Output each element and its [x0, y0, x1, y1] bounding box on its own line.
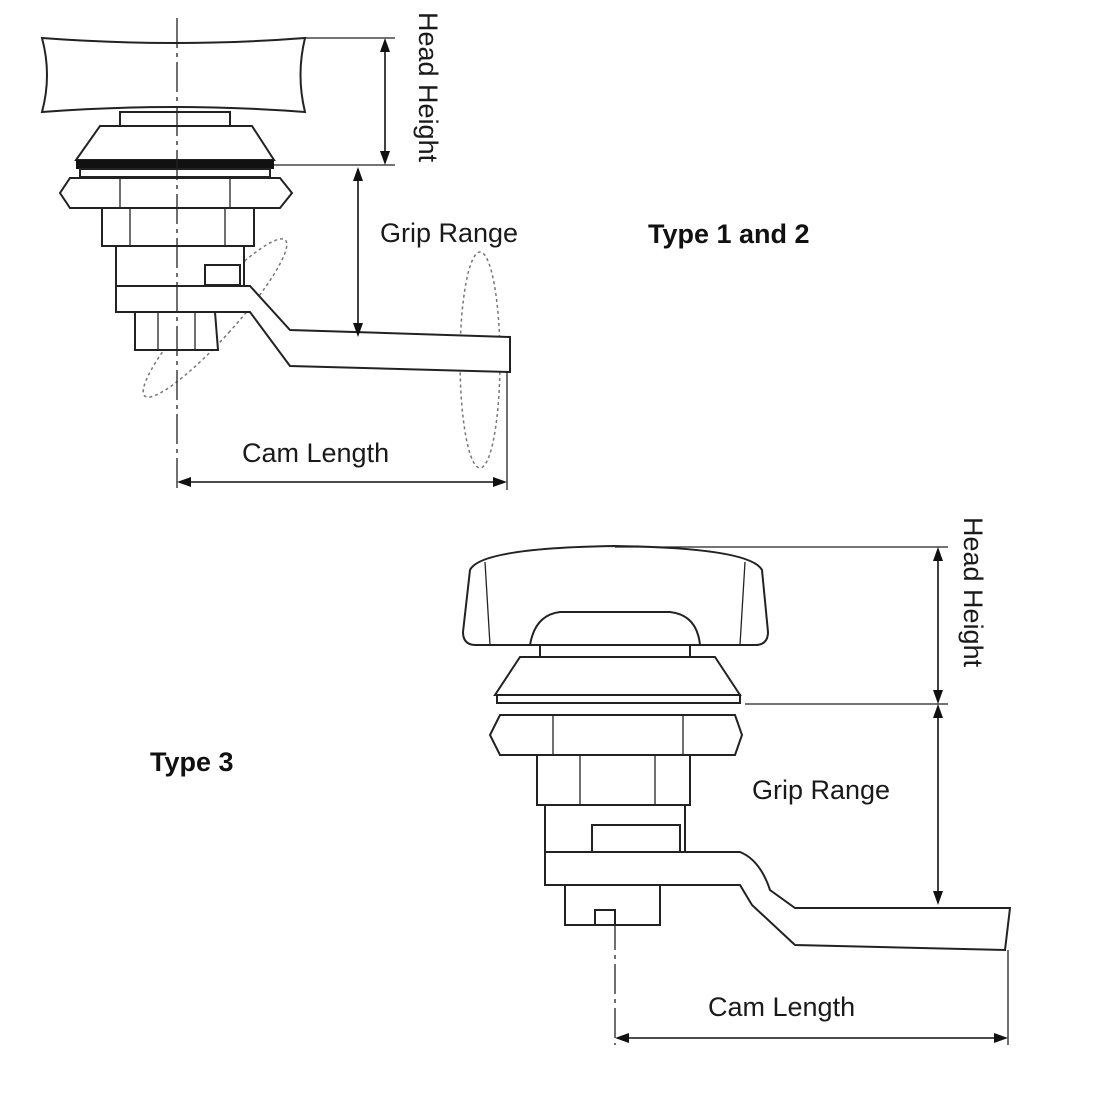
handle-stem	[539, 644, 691, 658]
handle-recess	[528, 611, 702, 646]
wing-handle	[40, 36, 307, 114]
hex-nut	[488, 714, 744, 756]
head-height-label: Head Height	[958, 517, 988, 668]
type-3-lock-drawing	[461, 544, 1012, 1045]
handle-stem	[119, 111, 231, 127]
hex-nut	[58, 177, 294, 209]
type-1-2-dimensions	[177, 37, 508, 490]
cam-length-label: Cam Length	[708, 992, 856, 1022]
type-label: Type 3	[150, 747, 234, 777]
bezel	[493, 656, 742, 696]
grip-range-label: Grip Range	[380, 218, 519, 248]
type-label: Type 1 and 2	[648, 219, 810, 249]
type-3-dimensions	[615, 546, 1009, 1045]
stop-tab	[591, 824, 681, 853]
washer	[79, 168, 271, 178]
lock-body	[101, 207, 255, 247]
cam	[544, 851, 1012, 952]
key-slot	[594, 909, 616, 926]
washer	[496, 694, 741, 704]
rotated-cam-ghost-diagonal	[142, 238, 288, 398]
gasket	[76, 160, 274, 169]
t-handle	[461, 544, 770, 646]
stop-tab	[204, 264, 241, 286]
bezel	[74, 125, 276, 161]
head-height-label: Head Height	[413, 12, 443, 163]
cam-length-label: Cam Length	[242, 438, 390, 468]
lock-body	[536, 754, 691, 806]
grip-range-label: Grip Range	[752, 775, 891, 805]
type-1-2-lock-drawing	[40, 18, 511, 490]
